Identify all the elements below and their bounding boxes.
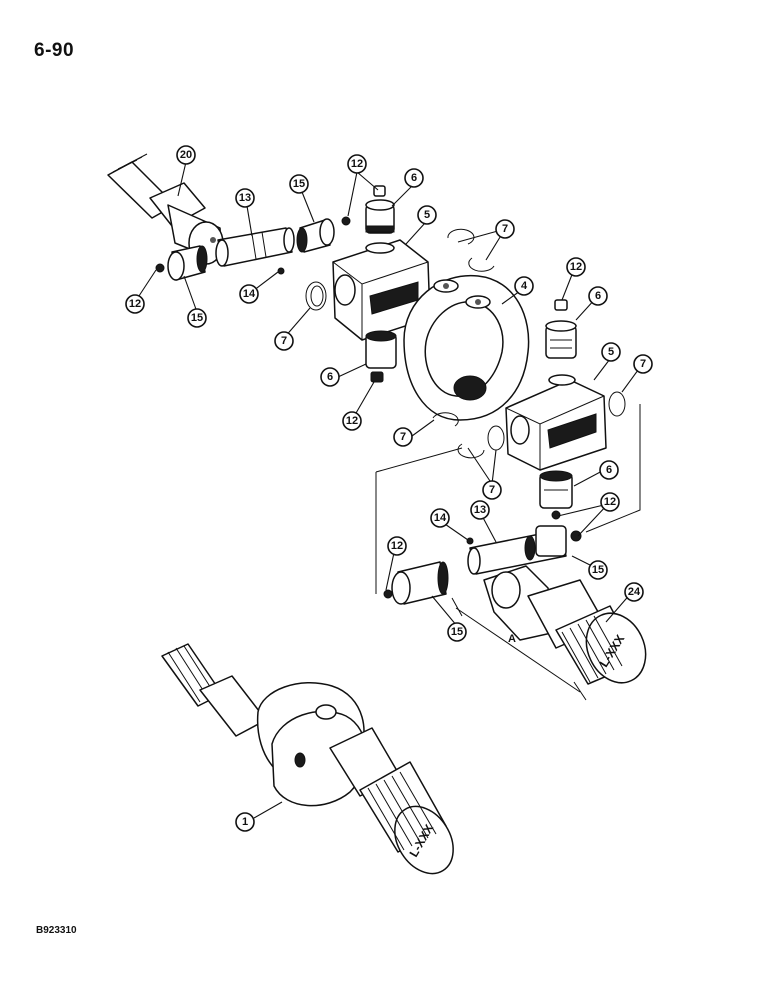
callout-14-lower: 14 [430,508,450,528]
svg-text:12: 12 [129,298,141,310]
callout-15-lower-right: 15 [588,560,608,580]
page-number: 6-90 [34,40,75,61]
svg-text:13: 13 [474,504,486,516]
snap-ring-inner [310,285,324,307]
callout-7-left: 7 [274,331,294,351]
bearing-cup-upper-right [296,216,351,253]
snap-ring [468,257,495,272]
bearing-cup-lower [383,561,449,605]
svg-text:12: 12 [604,496,616,508]
splined-yoke-lower: L-XXX [483,565,647,685]
callout-6-right-bottom: 6 [599,460,619,480]
callout-12-left-bottom: 12 [342,411,362,431]
callout-1: 1 [235,812,255,832]
bearing-cap-bottom-right [539,470,573,509]
svg-text:12: 12 [351,158,363,170]
cross-pin-lower [466,510,582,575]
cross-pin-upper [215,227,295,275]
svg-text:6: 6 [327,371,333,383]
svg-text:12: 12 [570,261,582,273]
callout-7-right: 7 [633,354,653,374]
svg-text:15: 15 [451,626,463,638]
figure-code: B923310 [36,925,77,936]
snap-ring [447,228,475,245]
bearing-cup-upper-left [155,245,208,281]
callout-15-left: 15 [187,308,207,328]
snap-ring [608,391,626,417]
callout-12-left: 12 [125,294,145,314]
svg-text:5: 5 [424,209,430,221]
cross-yoke-upper [332,239,431,341]
svg-text:20: 20 [180,149,192,161]
svg-text:24: 24 [628,586,641,598]
svg-text:13: 13 [239,192,251,204]
splined-yoke-upper [107,153,224,265]
snap-ring [305,281,327,311]
svg-text:6: 6 [411,172,417,184]
callout-6-right-top: 6 [588,286,608,306]
snap-ring [432,412,459,427]
assembled-universal-joint: L-XXX [161,643,454,875]
svg-text:6: 6 [595,290,601,302]
svg-text:6: 6 [606,464,612,476]
svg-text:7: 7 [502,223,508,235]
svg-text:7: 7 [281,335,287,347]
callout-12-top: 12 [347,154,367,174]
svg-text:12: 12 [391,540,403,552]
svg-text:7: 7 [640,358,646,370]
svg-text:5: 5 [608,346,614,358]
center-yoke-housing [403,274,530,421]
callout-6-left-bottom: 6 [320,367,340,387]
callout-5-upper: 5 [417,205,437,225]
callout-7-lower: 7 [482,480,502,500]
bearing-cap-top-left [365,185,395,234]
svg-text:4: 4 [521,280,528,292]
callout-7-center: 7 [393,427,413,447]
svg-text:1: 1 [242,816,248,828]
callout-15-lower-left: 15 [447,622,467,642]
callout-5-right: 5 [601,342,621,362]
callout-20: 20 [176,145,196,165]
snap-ring [457,443,485,459]
svg-text:12: 12 [346,415,358,427]
svg-text:14: 14 [243,288,256,300]
callout-14-upper: 14 [239,284,259,304]
bearing-cap-top-right [545,299,577,359]
callout-13-upper: 13 [235,188,255,208]
callout-15-upper: 15 [289,174,309,194]
svg-text:7: 7 [489,484,495,496]
callout-4: 4 [514,276,534,296]
callout-24: 24 [624,582,644,602]
callout-12-lower-left: 12 [387,536,407,556]
callout-7-upper: 7 [495,219,515,239]
svg-text:14: 14 [434,512,447,524]
alignment-lines [375,404,641,594]
dimension-a-label: A [508,633,516,645]
snap-ring [487,425,505,451]
dimension-a: A [451,597,587,701]
bearing-cap-bottom-left [365,330,397,383]
callout-12-right-top: 12 [566,257,586,277]
callout-13-lower: 13 [470,500,490,520]
callout-12-right-bottom: 12 [600,492,620,512]
svg-text:15: 15 [592,564,604,576]
svg-text:7: 7 [400,431,406,443]
callout-6-top: 6 [404,168,424,188]
cross-yoke-right [505,374,607,471]
svg-text:15: 15 [191,312,203,324]
svg-text:15: 15 [293,178,305,190]
